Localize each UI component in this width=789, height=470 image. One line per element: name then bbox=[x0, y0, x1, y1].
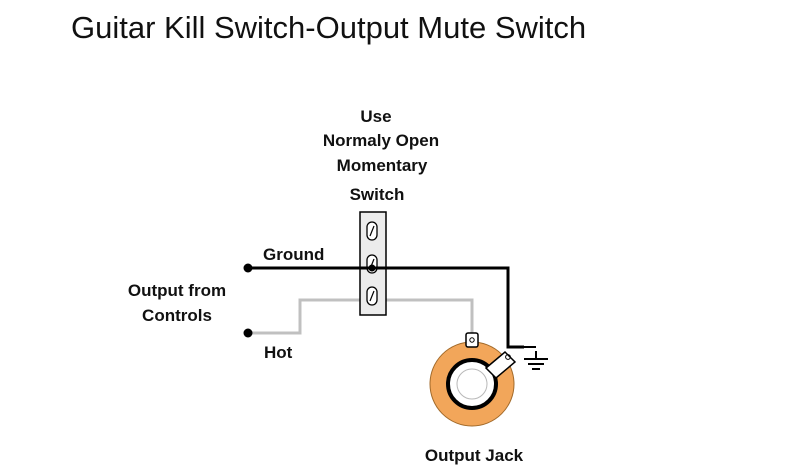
diagram-title: Guitar Kill Switch-Output Mute Switch bbox=[71, 10, 586, 45]
switch-ground-junction bbox=[368, 264, 376, 272]
ground-terminal bbox=[243, 263, 253, 273]
hot-label: Hot bbox=[264, 343, 293, 362]
switch-note-line-4: Switch bbox=[350, 185, 405, 204]
switch-lug-top bbox=[366, 221, 378, 241]
switch-note-line-3: Momentary bbox=[337, 156, 428, 175]
jack-tip-lug bbox=[465, 332, 479, 348]
output-jack-label: Output Jack bbox=[425, 446, 524, 465]
hot-wire bbox=[248, 298, 474, 335]
switch-lug-bottom bbox=[366, 286, 378, 306]
hot-terminal bbox=[243, 328, 253, 338]
ground-label: Ground bbox=[263, 245, 324, 264]
switch-note-line-2: Normaly Open bbox=[323, 131, 439, 150]
output-jack bbox=[429, 341, 515, 427]
jack-sleeve-lug bbox=[484, 350, 517, 380]
ground-wire bbox=[248, 266, 524, 349]
switch-note-line-1: Use bbox=[360, 107, 391, 126]
output-from-label-line-2: Controls bbox=[142, 306, 212, 325]
output-from-label-line-1: Output from bbox=[128, 281, 226, 300]
ground-symbol-icon bbox=[524, 346, 548, 370]
